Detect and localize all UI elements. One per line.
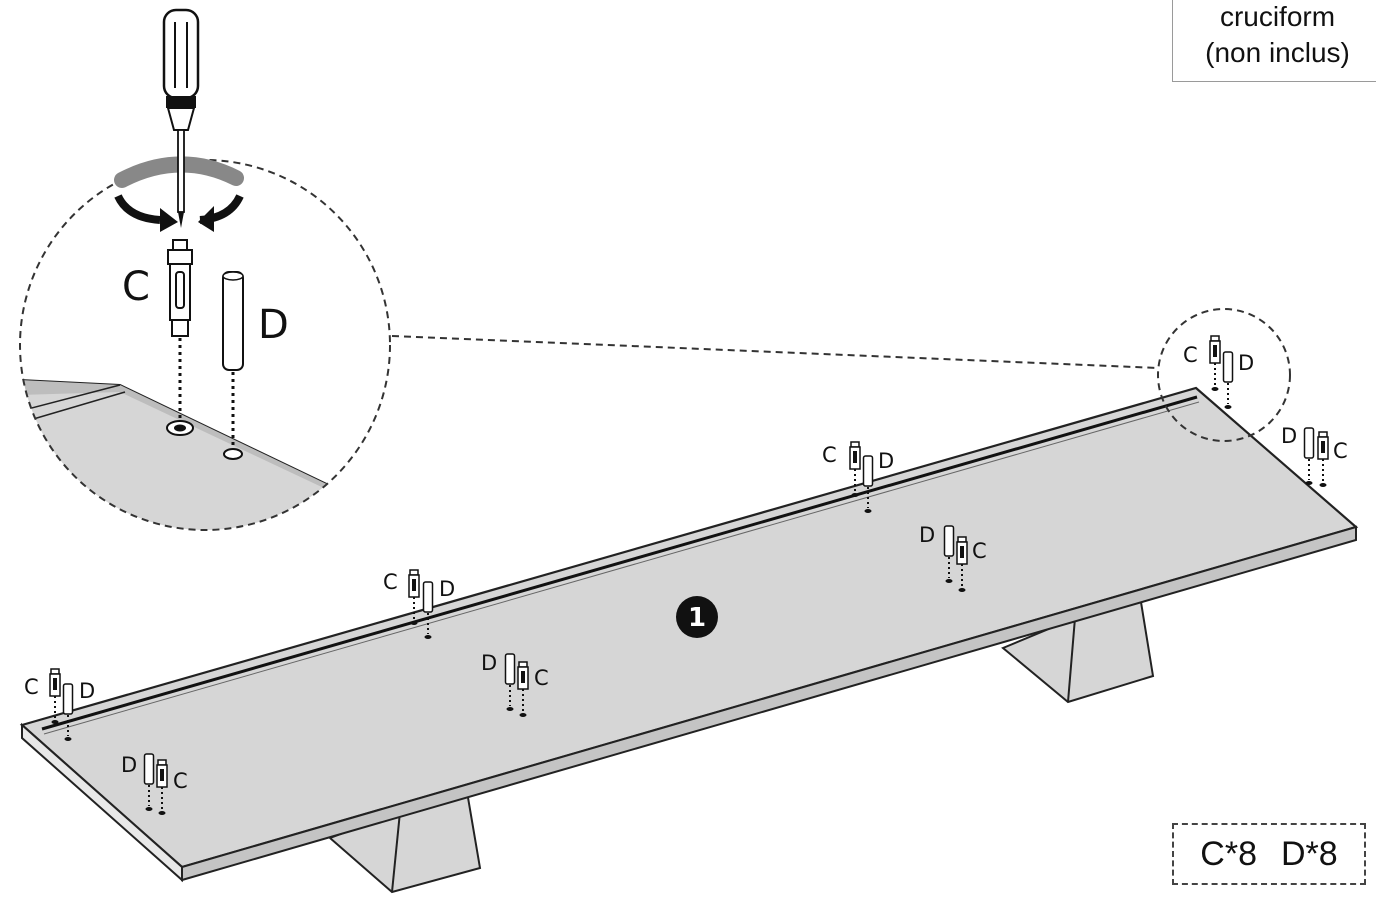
detail-label-c: C — [122, 264, 150, 310]
dowel-detail — [222, 271, 244, 371]
hardware-set-8 — [1303, 427, 1329, 488]
callout-connector — [391, 335, 1159, 369]
label-c-2: C — [173, 769, 188, 793]
quantity-d: D*8 — [1281, 834, 1338, 873]
label-c-5: C — [822, 443, 837, 467]
label-d-1: D — [79, 679, 95, 703]
tool-note-line-1: cruciform — [1219, 1, 1336, 32]
step-number: 1 — [688, 603, 706, 633]
label-d-8: D — [1281, 424, 1297, 448]
hardware-set-7 — [1209, 335, 1234, 410]
quantity-c: C*8 — [1200, 834, 1257, 873]
callout-circle — [1157, 308, 1291, 442]
label-d-3: D — [439, 577, 455, 601]
label-c-7: C — [1183, 343, 1198, 367]
label-c-4: C — [534, 666, 549, 690]
quantity-box: C*8 D*8 — [1172, 823, 1366, 885]
step-number-badge: 1 — [676, 596, 718, 638]
label-c-1: C — [24, 675, 39, 699]
label-d-5: D — [878, 449, 894, 473]
tool-note-line-2: (non inclus) — [1205, 37, 1350, 68]
label-d-4: D — [481, 651, 497, 675]
label-d-6: D — [919, 523, 935, 547]
screwdriver-icon — [114, 8, 244, 232]
cam-bolt-detail — [167, 239, 193, 337]
label-c-8: C — [1333, 439, 1348, 463]
label-c-3: C — [383, 570, 398, 594]
label-c-6: C — [972, 539, 987, 563]
label-d-2: D — [121, 753, 137, 777]
tool-note-box: cruciform (non inclus) — [1172, 0, 1376, 82]
detail-label-d: D — [258, 302, 289, 348]
label-d-7: D — [1238, 351, 1254, 375]
